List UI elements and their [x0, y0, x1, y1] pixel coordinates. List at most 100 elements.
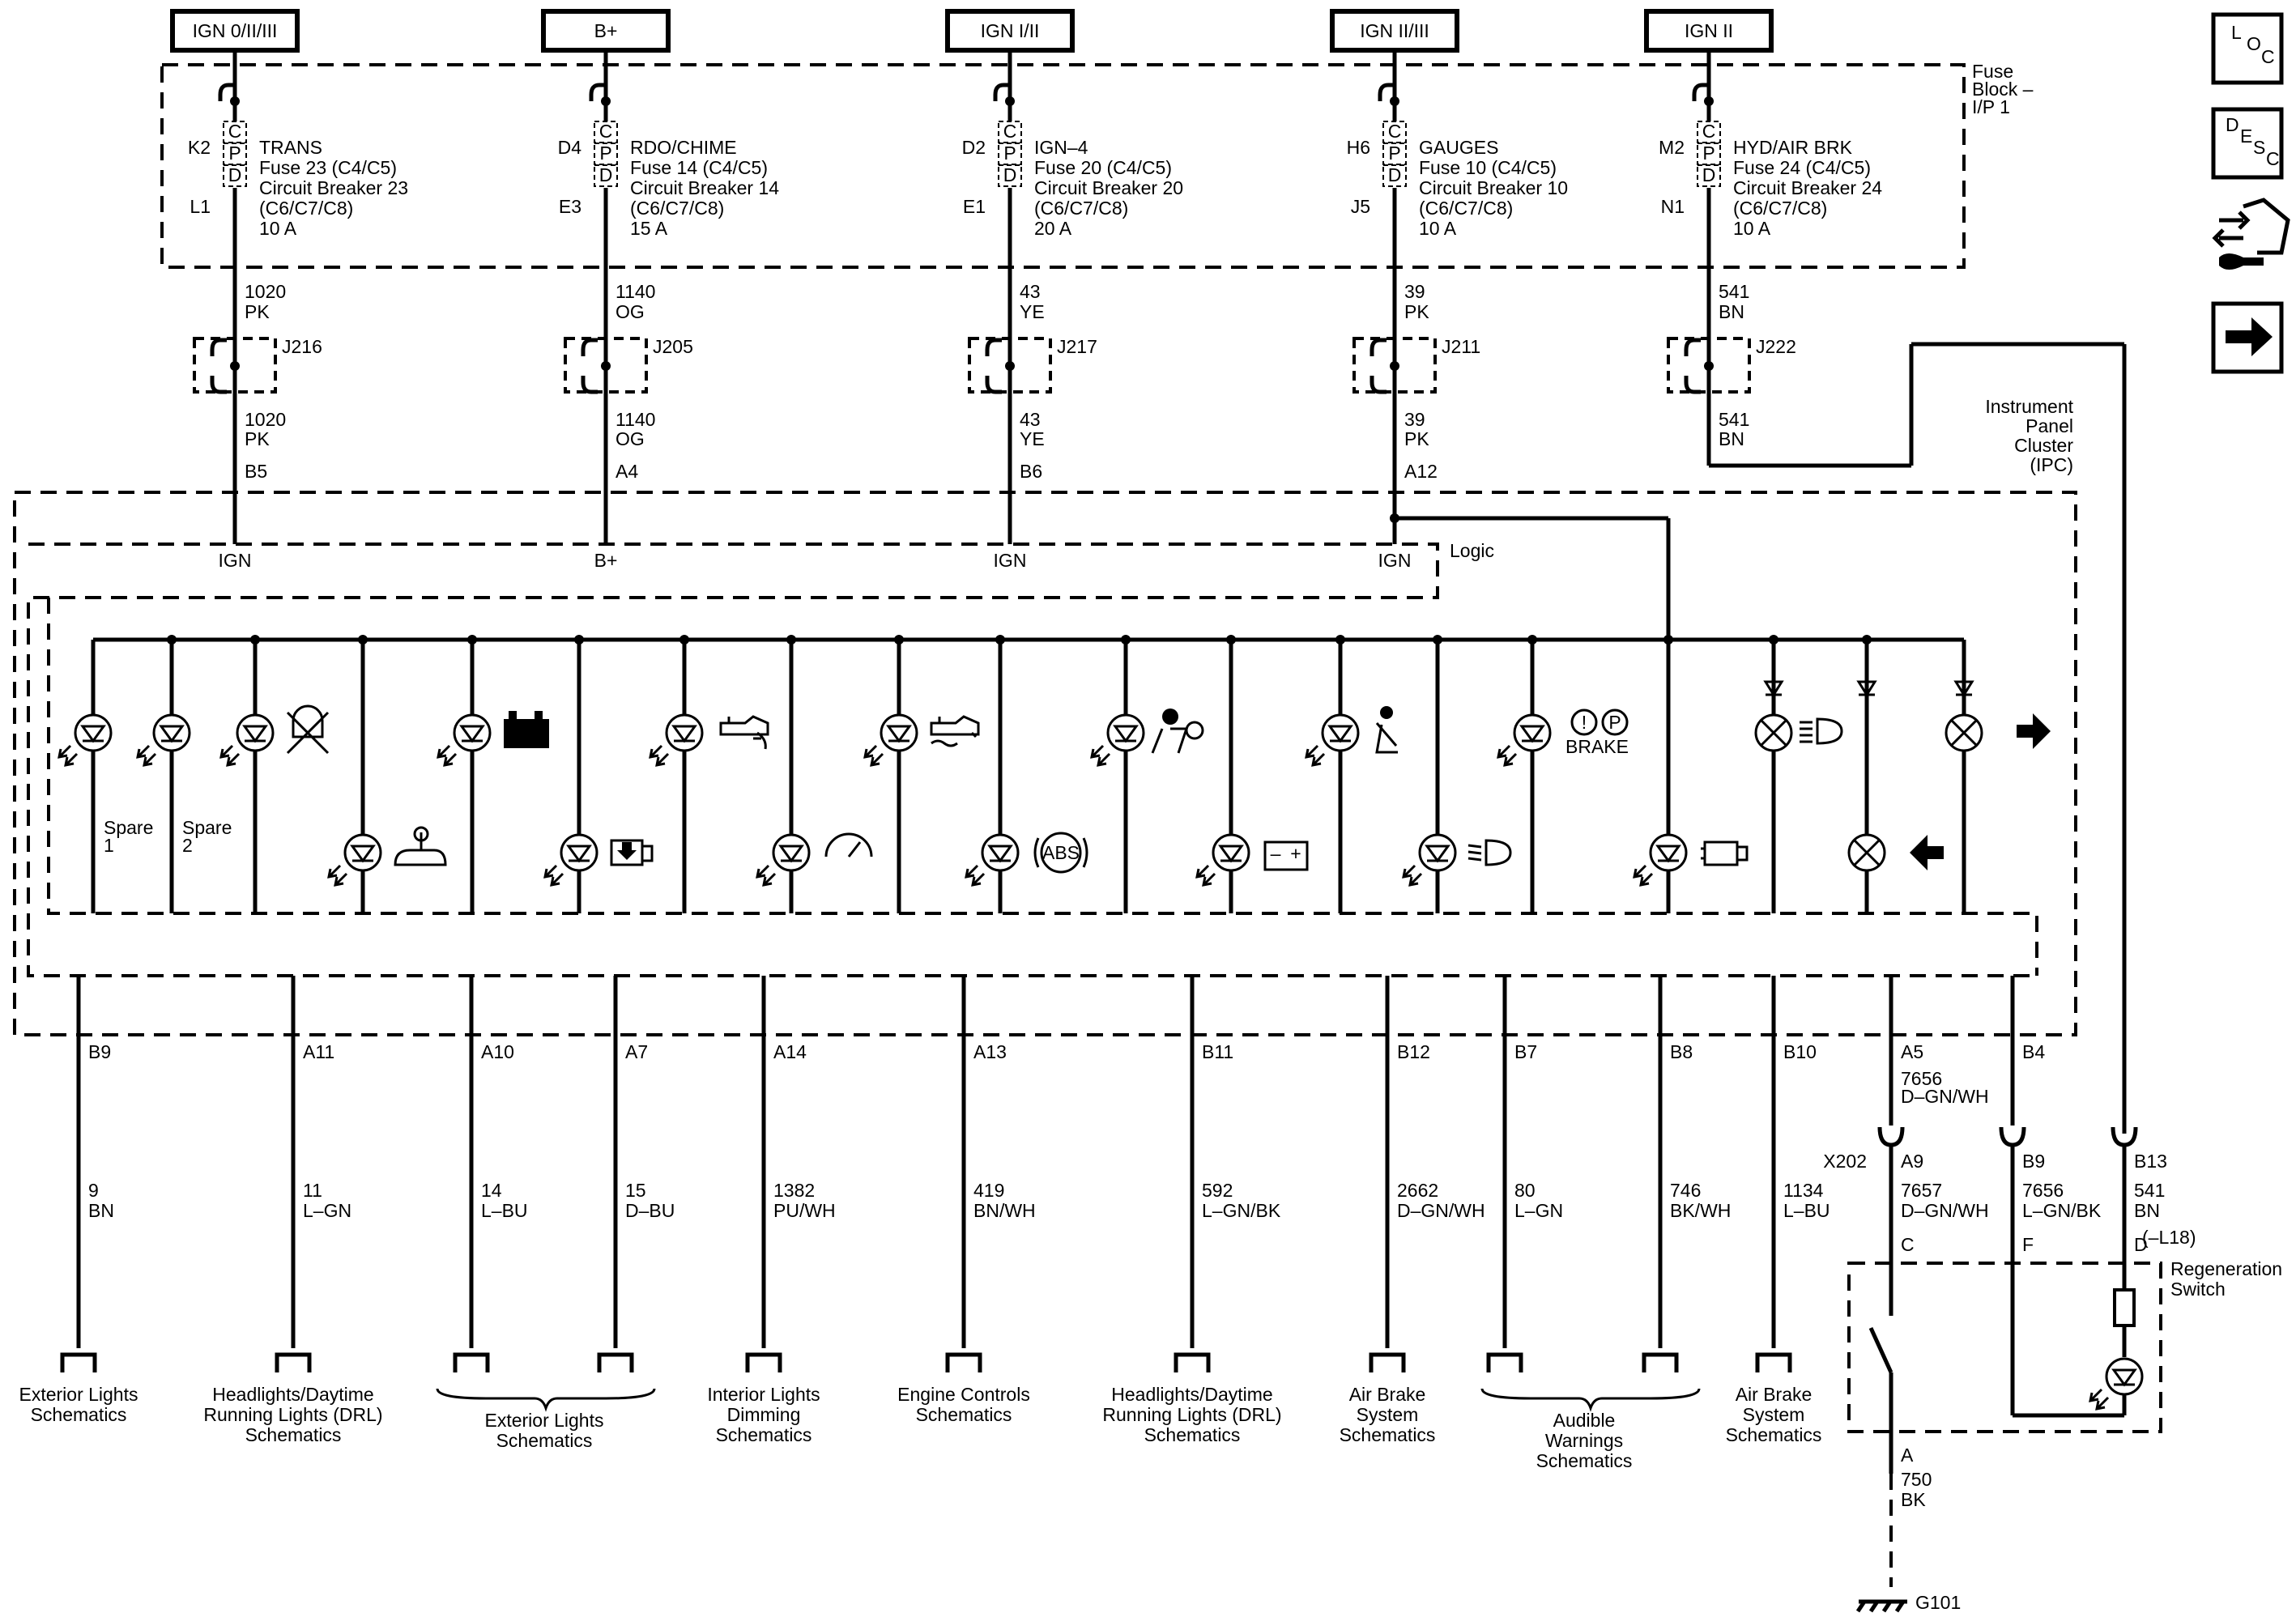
- battery-plus: +: [1290, 843, 1301, 864]
- fuse-terminal-hook: [589, 83, 606, 101]
- led-light-arrows: [1195, 864, 1216, 887]
- wire-color: L–GN/BK: [1202, 1200, 1281, 1221]
- destination-label: Schematics: [245, 1424, 342, 1445]
- destination-label: Schematics: [1144, 1424, 1241, 1445]
- ipc-label: Instrument: [1985, 396, 2073, 417]
- ipc-output-pin: B12: [1397, 1041, 1430, 1062]
- circuit-number: 7657: [1901, 1180, 1942, 1201]
- wire-color: L–GN/BK: [2022, 1200, 2102, 1221]
- led-symbol: [1218, 845, 1244, 863]
- spare-label: Spare: [182, 817, 232, 838]
- circuit-number: 1134: [1783, 1180, 1824, 1201]
- switch-name: Regeneration: [2170, 1258, 2282, 1279]
- circuit-number: 1140: [616, 409, 655, 430]
- ipc-output-pin: A10: [481, 1041, 514, 1062]
- brace: [436, 1388, 656, 1412]
- fuse-block-label: I/P 1: [1972, 96, 2010, 117]
- icon-part: [617, 842, 637, 860]
- connector-tool-icon: [2212, 198, 2290, 255]
- fuse-description: TRANS: [259, 137, 322, 158]
- destination-label: Schematics: [916, 1404, 1012, 1425]
- harness-connector: [945, 1352, 982, 1372]
- wire-color: D–GN/WH: [1397, 1200, 1485, 1221]
- cpd-box: [594, 143, 618, 165]
- fuse-description: Circuit Breaker 10: [1419, 177, 1568, 198]
- regen-pin: B4: [2022, 1041, 2045, 1062]
- regen-pin: A5: [1901, 1041, 1923, 1062]
- ipc-pin: B5: [245, 461, 267, 482]
- wire-color: YE: [1020, 301, 1045, 322]
- ipc-label: Cluster: [2014, 435, 2073, 456]
- cpd-letter: P: [1702, 143, 1715, 164]
- cpd-letter: C: [599, 121, 613, 142]
- ipc-pin: A12: [1404, 461, 1438, 482]
- abs-icon: [1040, 832, 1082, 874]
- cpd-letter: P: [228, 143, 241, 164]
- abs-label: ABS: [1042, 842, 1080, 863]
- fuse-bottom-pin: L1: [190, 196, 211, 217]
- cpd-box: [1382, 121, 1407, 143]
- harness-connector: [1369, 1352, 1406, 1372]
- junction-dot: [230, 361, 240, 371]
- switch-name: Switch: [2170, 1279, 2226, 1300]
- destination-label: Schematics: [1536, 1450, 1633, 1471]
- brake-icon: [1570, 709, 1598, 736]
- cruise-icon: [394, 832, 447, 866]
- led-symbol: [1655, 845, 1681, 863]
- icon-letter: C: [2266, 148, 2280, 169]
- cpd-letter: P: [1003, 143, 1016, 164]
- fuse-description: HYD/AIR BRK: [1733, 137, 1853, 158]
- ipc-output-pin: A7: [625, 1041, 648, 1062]
- icon-part: [286, 704, 330, 755]
- splice-hook: [985, 376, 1002, 394]
- harness-connector: [1174, 1352, 1211, 1372]
- icon-letter: S: [2253, 137, 2265, 158]
- fuse-terminal-hook: [1378, 83, 1395, 101]
- icon-part: [1185, 721, 1204, 740]
- destination-label: Audible: [1553, 1410, 1616, 1431]
- cpd-letter: D: [1003, 164, 1017, 185]
- destination-label: Headlights/Daytime: [212, 1384, 373, 1405]
- harness-connector: [453, 1352, 490, 1372]
- led-indicator: [236, 713, 275, 752]
- fuse-description: Fuse 23 (C4/C5): [259, 157, 397, 178]
- fuse-terminal-hook: [1692, 83, 1709, 101]
- led-light-arrows: [965, 864, 986, 887]
- regen-pin: B13: [2134, 1151, 2167, 1172]
- circuit-number: 43: [1020, 409, 1041, 430]
- ipc-output-pin: B7: [1514, 1041, 1537, 1062]
- cpd-letter: D: [228, 164, 242, 185]
- icon-part: [535, 711, 543, 721]
- junction-dot: [1005, 361, 1015, 371]
- circuit-number: 750: [1901, 1469, 1932, 1490]
- icon-letter: C: [2261, 46, 2275, 67]
- splice-hook: [210, 338, 227, 356]
- led-indicator: [1212, 833, 1250, 872]
- circuit-number: 14: [481, 1180, 502, 1201]
- destination-label: Air Brake: [1349, 1384, 1426, 1405]
- cpd-letter: P: [1388, 143, 1400, 164]
- wire-color: PK: [245, 428, 270, 449]
- led-light-arrows: [327, 864, 348, 887]
- diode-symbol: [1953, 680, 1974, 697]
- icon-letter: L: [2231, 22, 2242, 43]
- ipc-input-label: IGN: [219, 550, 252, 571]
- battery-minus: –: [1271, 843, 1281, 864]
- fuse-description: 20 A: [1034, 218, 1072, 239]
- cpd-letter: C: [1388, 121, 1402, 142]
- lamp-out-icon: [286, 704, 330, 755]
- fuse-block-label: Fuse: [1972, 61, 2013, 82]
- splice-label: J211: [1442, 336, 1480, 357]
- fuse-description: Fuse 24 (C4/C5): [1733, 157, 1871, 178]
- circuit-number: 39: [1404, 409, 1425, 430]
- led-symbol: [1327, 725, 1353, 743]
- fuse-description: (C6/C7/C8): [1419, 198, 1513, 219]
- switch-pin: A: [1901, 1445, 1914, 1466]
- switch-pin: D: [2134, 1234, 2148, 1255]
- harness-connector: [1755, 1352, 1792, 1372]
- circuit-number: 746: [1670, 1180, 1701, 1201]
- icon-letter: E: [2240, 126, 2252, 147]
- harness-connector: [275, 1352, 312, 1372]
- fuse-description: 10 A: [1733, 218, 1771, 239]
- fuse-bottom-pin: E3: [559, 196, 581, 217]
